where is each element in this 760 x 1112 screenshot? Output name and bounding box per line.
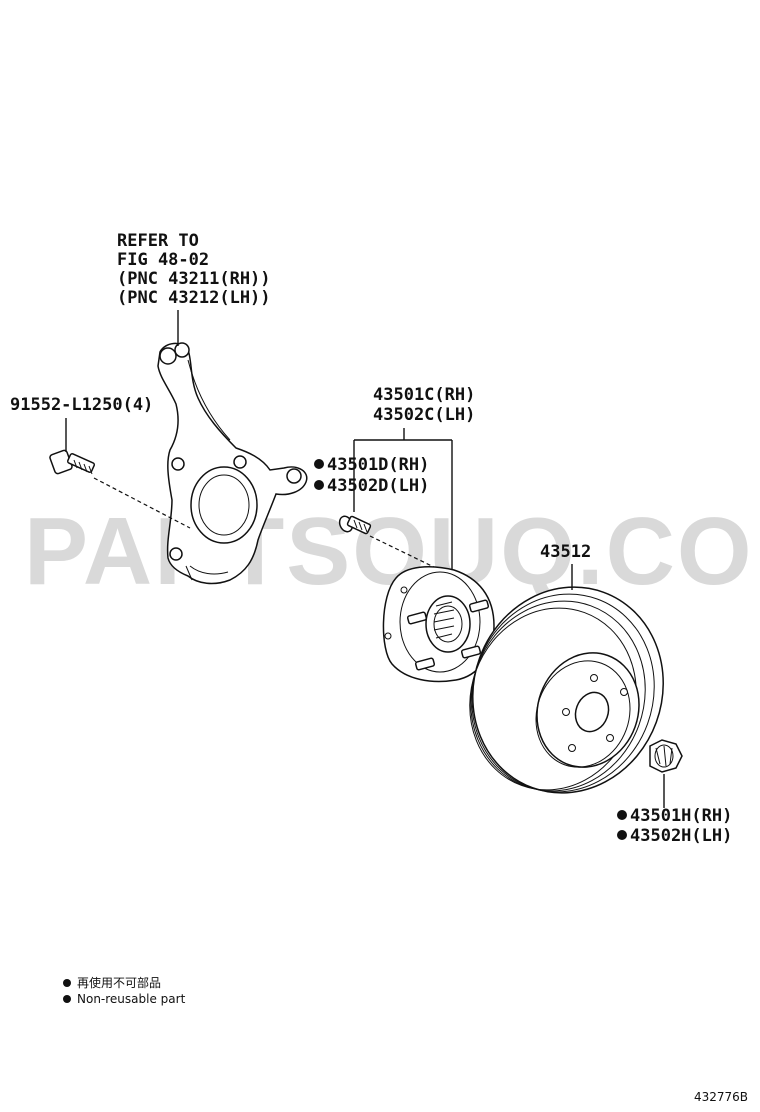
steering-knuckle [157,342,308,585]
hub-bearing [382,565,495,683]
nut-nonreusable-dot-rh [617,810,627,820]
hub-bolt-label-lh: 43502D(LH) [327,476,429,496]
legend-dot-2 [63,995,71,1003]
nut-label-rh: 43501H(RH) [630,806,732,826]
knuckle-ref-line4: (PNC 43212(LH)) [117,288,271,308]
hub-bolt-axis [369,535,441,571]
nut-nonreusable-dot-lh [617,830,627,840]
legend-line1: 再使用不可部品 [77,975,161,990]
knuckle-ref-line3: (PNC 43211(RH)) [117,269,271,289]
hub-nut [649,739,683,773]
knuckle-bolt [49,449,96,475]
knuckle-ref-line2: FIG 48-02 [117,250,209,270]
hub-label-lh: 43502C(LH) [373,405,475,425]
knuckle-ref-line1: REFER TO [117,231,199,251]
hub-bolt-label-rh: 43501D(RH) [327,455,429,475]
hub-bolt [338,515,372,535]
hub-bracket-leader [353,428,453,570]
disc-label: 43512 [540,542,591,562]
bolt-label: 91552-L1250(4) [10,395,153,415]
figure-code: 432776B [694,1090,748,1104]
legend-line2: Non-reusable part [77,992,186,1006]
hub-label-rh: 43501C(RH) [373,385,475,405]
legend-dot-1 [63,979,71,987]
brake-disc [469,586,664,794]
hub-bolt-nonreusable-dot-rh [314,459,324,469]
nut-label-lh: 43502H(LH) [630,826,732,846]
hub-bolt-nonreusable-dot-lh [314,480,324,490]
